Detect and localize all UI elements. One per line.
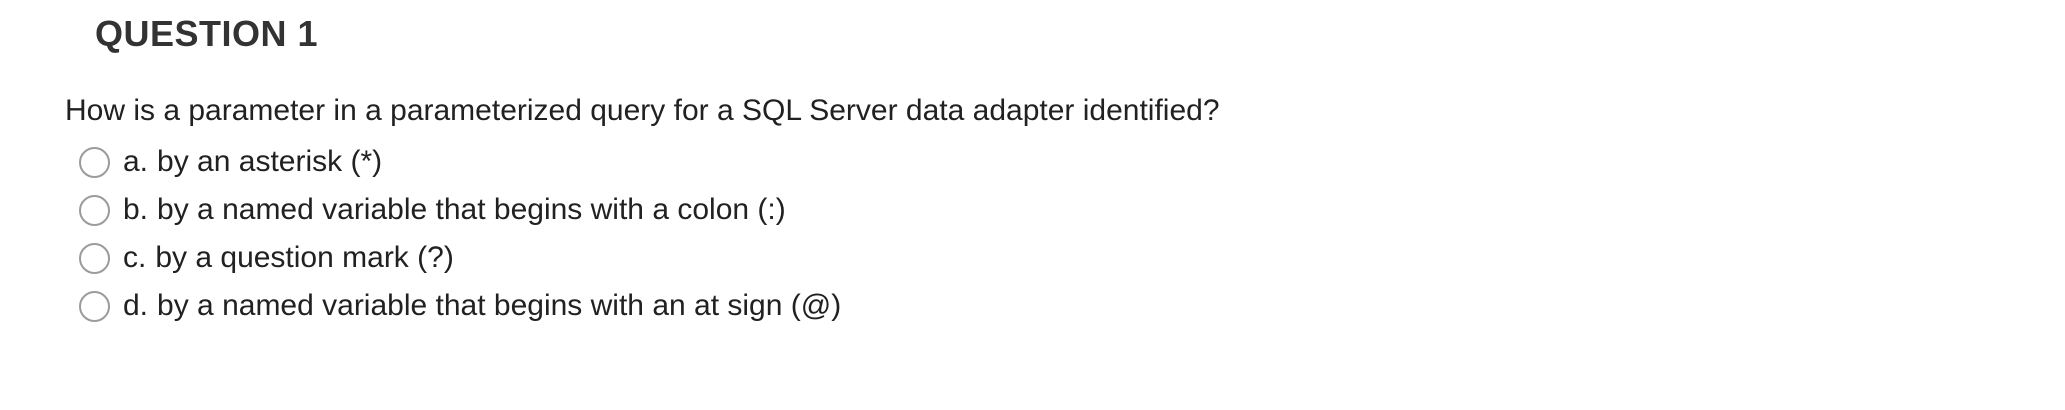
answer-option-d[interactable]: d. by a named variable that begins with … (79, 282, 841, 330)
question-text: How is a parameter in a parameterized qu… (65, 94, 1220, 127)
radio-button-icon[interactable] (79, 242, 110, 274)
option-letter: c. (123, 241, 147, 274)
option-letter: d. (123, 289, 149, 322)
radio-button-icon[interactable] (79, 194, 110, 226)
option-label[interactable]: by a named variable that begins with a c… (157, 193, 786, 226)
option-letter: b. (123, 193, 149, 226)
radio-button-icon[interactable] (79, 290, 110, 322)
question-heading: QUESTION 1 (95, 13, 319, 54)
radio-button-icon[interactable] (79, 146, 110, 178)
answer-option-a[interactable]: a. by an asterisk (*) (79, 138, 841, 186)
option-label[interactable]: by a question mark (?) (155, 241, 454, 274)
answer-options: a. by an asterisk (*) b. by a named vari… (79, 138, 841, 330)
answer-option-c[interactable]: c. by a question mark (?) (79, 234, 841, 282)
option-letter: a. (123, 145, 149, 178)
answer-option-b[interactable]: b. by a named variable that begins with … (79, 186, 841, 234)
option-label[interactable]: by a named variable that begins with an … (157, 289, 842, 322)
option-label[interactable]: by an asterisk (*) (157, 145, 383, 178)
